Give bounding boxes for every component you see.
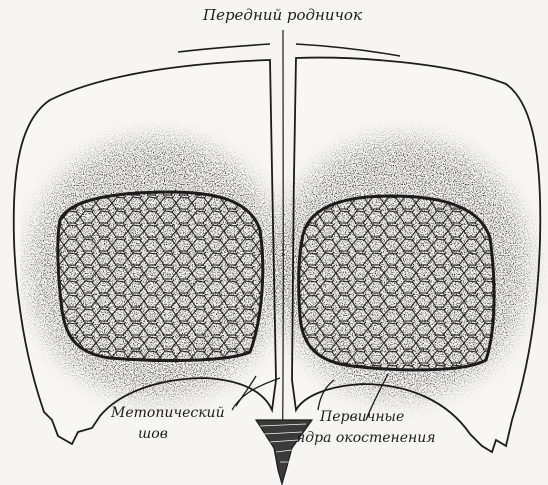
- left-ossification-center: [58, 192, 263, 360]
- primary-ossification-label-line2: ядра окостенения: [296, 430, 436, 447]
- fontanelle-edge-right: [296, 44, 400, 56]
- fontanelle-edge-left: [178, 44, 270, 52]
- anterior-fontanelle-label: Передний родничок: [203, 7, 362, 24]
- right-ossification-center: [299, 196, 494, 370]
- metopic-suture-label-line1: Метопический: [111, 405, 225, 422]
- primary-ossification-label-line1: Первичные: [320, 409, 404, 426]
- metopic-suture-label-line2: шов: [138, 426, 168, 443]
